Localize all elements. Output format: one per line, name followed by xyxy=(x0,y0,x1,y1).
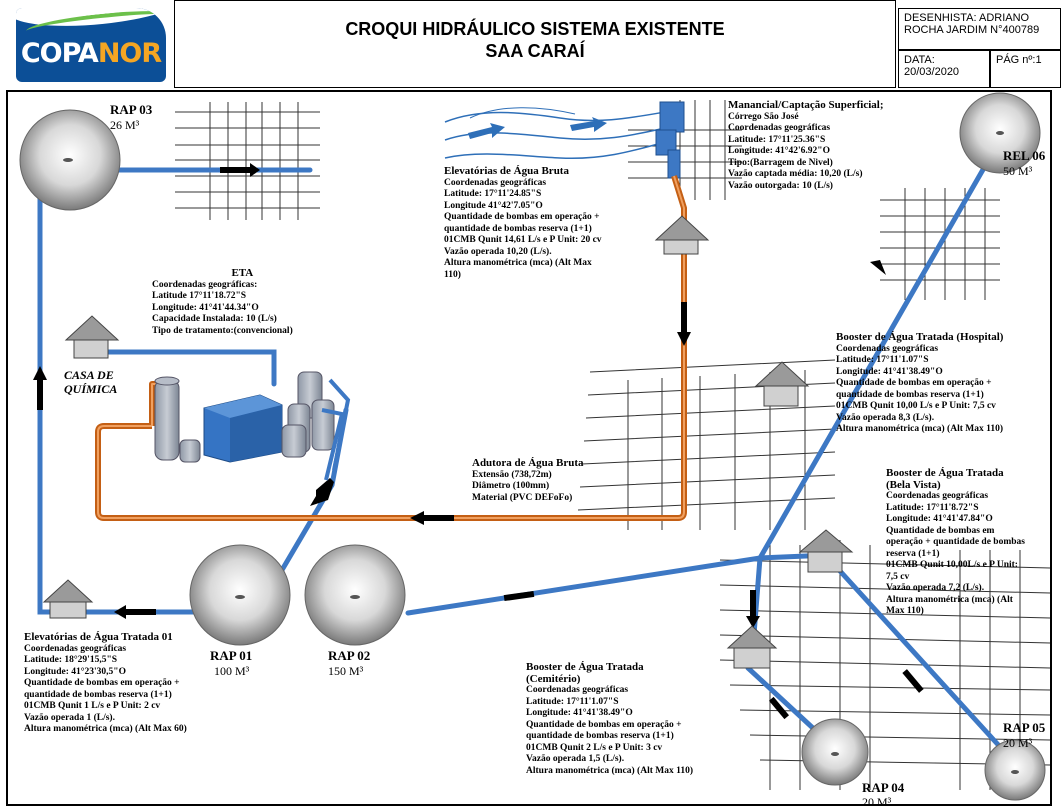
page-label: PÁG nº:1 xyxy=(996,54,1042,66)
booster-bela-vista-label: Booster de Água Tratada (Bela Vista) Coo… xyxy=(886,467,1025,616)
rap02-volume: 150 M³ xyxy=(328,664,364,678)
date-value: 20/03/2020 xyxy=(904,66,960,78)
rap04-volume: 20 M³ xyxy=(862,795,892,809)
house-booster-bela-vista xyxy=(798,529,854,573)
river xyxy=(444,107,666,160)
rap04-name: RAP 04 xyxy=(862,780,905,795)
title-line1: CROQUI HIDRÁULICO SISTEMA EXISTENTE xyxy=(345,19,725,39)
manancial-label: Manancial/Captação Superficial; Córrego … xyxy=(728,99,884,191)
eta-label: ETA Coordenadas geográficas:Latitude 17°… xyxy=(152,267,293,336)
rap05-name: RAP 05 xyxy=(1003,720,1046,735)
elev-bruta-label: Elevatórias de Água Bruta Coordenadas ge… xyxy=(444,165,602,280)
rap02-name: RAP 02 xyxy=(328,648,371,663)
rel06-volume: 50 M³ xyxy=(1003,164,1033,178)
title-block: CROQUI HIDRÁULICO SISTEMA EXISTENTE SAA … xyxy=(174,0,896,88)
adutora-label: Adutora de Água Bruta Extensão (738,72m)… xyxy=(472,457,584,503)
date-label: DATA: xyxy=(904,54,935,66)
house-elev-tratada xyxy=(42,579,94,619)
designer-line1: DESENHISTA: ADRIANO xyxy=(904,12,1030,24)
copanor-logo: COPANOR xyxy=(16,8,166,82)
rap03-name: RAP 03 xyxy=(110,102,153,117)
rap01-name: RAP 01 xyxy=(210,648,253,663)
intake-structure xyxy=(655,101,685,179)
rap05-volume: 20 M³ xyxy=(1003,736,1033,750)
eta-filters-right xyxy=(281,371,335,458)
rap01-volume: 100 M³ xyxy=(214,664,250,678)
rap03-volume: 26 M³ xyxy=(110,118,140,132)
booster-hospital-label: Booster de Água Tratada (Hospital) Coord… xyxy=(836,331,1004,434)
title-line2: SAA CARAÍ xyxy=(485,41,585,61)
pump-houses xyxy=(42,215,854,669)
house-booster-cemiterio xyxy=(726,625,778,669)
drawing-frame xyxy=(6,90,1052,806)
grid-rap03 xyxy=(175,102,320,220)
grid-center xyxy=(577,359,836,530)
eta-filters-left xyxy=(154,376,201,463)
booster-cemiterio-label: Booster de Água Tratada (Cemitério) Coor… xyxy=(526,661,693,776)
rel06-name: REL 06 xyxy=(1003,148,1046,163)
eta-equipment xyxy=(154,371,351,481)
designer-line2: ROCHA JARDIM N°400789 xyxy=(904,24,1040,36)
date-box: DATA: 20/03/2020 xyxy=(898,50,990,88)
designer-box: DESENHISTA: ADRIANO ROCHA JARDIM N°40078… xyxy=(898,8,1061,50)
house-elev-bruta xyxy=(654,215,710,255)
river-flow-arrows xyxy=(468,117,607,139)
elev-tratada-label: Elevatórias de Água Tratada 01 Coordenad… xyxy=(24,631,187,734)
house-casa-quimica xyxy=(64,315,120,359)
eta-main-tank xyxy=(203,394,283,463)
ball-marks xyxy=(63,131,1019,774)
house-booster-hospital xyxy=(754,361,810,407)
logo-area: COPANOR xyxy=(0,0,172,88)
